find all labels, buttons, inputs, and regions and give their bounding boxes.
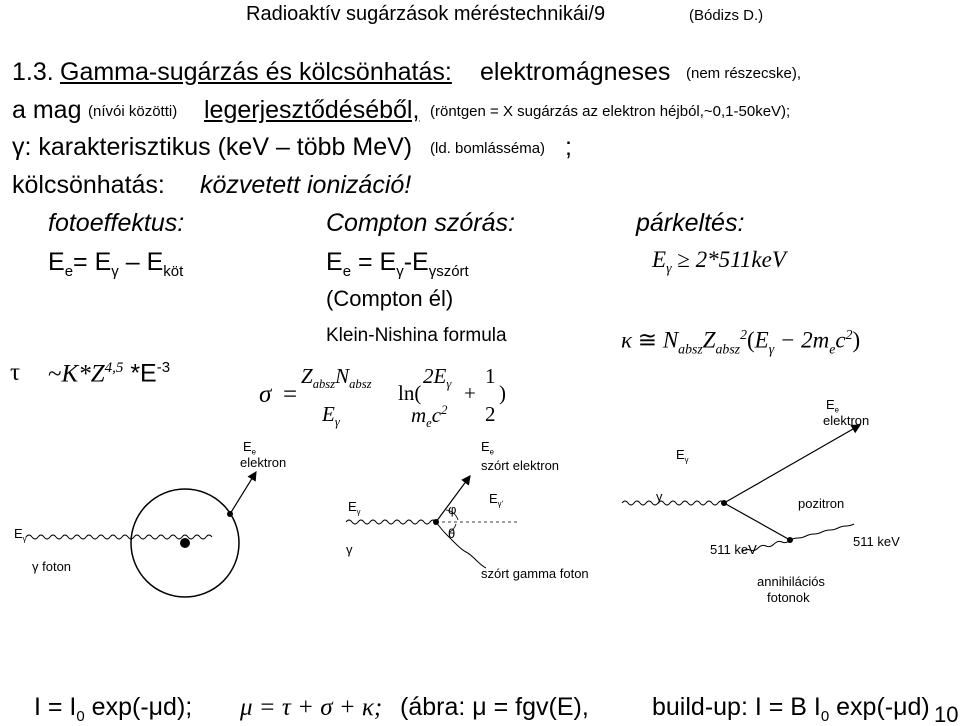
intro-text: γ: karakterisztikus (keV – több MeV): [12, 133, 413, 161]
incoming-photon-wave: [25, 534, 213, 540]
annihilation-label: annihilációs: [757, 574, 825, 589]
compton-eg2-label: Eγ': [489, 491, 504, 509]
intro-text: ;: [565, 133, 572, 161]
photo-title: fotoeffektus:: [48, 209, 185, 237]
theta-label: θ: [448, 526, 456, 541]
intro-text: közvetett ionizáció!: [200, 171, 412, 199]
pair-title: párkeltés:: [636, 209, 745, 237]
kn-denominator: Eγ: [322, 402, 340, 430]
compton-incoming-wave: [345, 519, 437, 525]
compton-title: Compton szórás:: [326, 209, 515, 237]
compton-gamma-label: γ: [346, 542, 353, 557]
compton-eg-label: Eγ: [348, 499, 361, 517]
kn-inner-den: mec2: [411, 403, 448, 431]
section-heading: Gamma-sugárzás és kölcsönhatás:: [60, 58, 452, 86]
annihilation-511-label: 511 keV: [853, 534, 900, 549]
photo-foton-label: γ foton: [32, 559, 72, 574]
intro-note: (nem részecske),: [686, 65, 802, 82]
pair-incoming-wave: [621, 500, 725, 506]
pair-gamma-label: γ: [656, 489, 663, 504]
kn-inner-num: 2Eγ: [423, 364, 452, 392]
annihilation-wave-right: [789, 523, 855, 541]
pozitron-label: pozitron: [798, 496, 845, 511]
annihilation-wave-left: [741, 539, 791, 553]
nucleus: [180, 538, 190, 548]
kn-close: ): [499, 381, 506, 405]
compton-ee-label: Ee: [481, 439, 495, 457]
phi-arc: [445, 509, 459, 521]
buildup-law: build-up: I = B I0 exp(-μd): [652, 693, 930, 725]
scattered-gamma-label: szórt gamma foton: [481, 566, 589, 581]
compton-electron-track: [435, 475, 471, 523]
pair-positron-track: [723, 502, 791, 541]
compton-szort-label: szórt elektron: [481, 458, 560, 473]
kn-numerator: ZabszNabsz: [301, 364, 372, 392]
eq-sign: =: [283, 381, 298, 408]
compton-equation: Ee = Eγ-Eγszórt: [326, 248, 469, 280]
theta-arc: [449, 523, 457, 533]
intro-text: kölcsönhatás:: [12, 171, 165, 199]
intro-text: a mag: [12, 96, 82, 124]
section-number: 1.3.: [12, 58, 54, 86]
compton-edge-note: (Compton él): [326, 286, 454, 311]
pair-condition: Eγ ≥ 2*511keV: [652, 247, 786, 276]
intro-note: (ld. bomlásséma): [430, 140, 546, 157]
intro-text: legerjesztődéséből,: [204, 96, 420, 124]
pair-ee-label: Ee: [826, 397, 840, 415]
page-title: Radioaktív sugárzások méréstechnikái/9: [246, 3, 606, 25]
tau-symbol: τ: [10, 359, 21, 386]
photo-ee-label: Ee: [243, 439, 257, 457]
atom-shell: [130, 488, 240, 598]
photo-electron-track: [229, 470, 257, 515]
attenuation-law: I = I0 exp(-μd);: [34, 693, 193, 725]
photo-elektron-label: elektron: [240, 455, 287, 470]
phi-label: φ: [448, 502, 457, 517]
tau-formula: ~K*Z4,5 *E-3: [48, 359, 171, 388]
pair-eg-label: Eγ: [676, 447, 689, 465]
photo-equation: Ee= Eγ – Eköt: [48, 248, 184, 280]
intro-note: (röntgen = X sugárzás az elektron héjból…: [430, 103, 791, 120]
author-label: (Bódizs D.): [689, 7, 764, 24]
annihilation-511-label: 511 keV: [710, 542, 757, 557]
kn-one: 1: [485, 364, 496, 388]
kn-two: 2: [485, 402, 496, 426]
intro-text: elektromágneses: [480, 58, 671, 86]
pair-elektron-label: elektron: [823, 413, 870, 428]
kn-plus: +: [464, 381, 476, 405]
mu-figure-note: (ábra: μ = fgv(E),: [400, 693, 589, 721]
kappa-formula: κ ≅ NabszZabsz2(Eγ − 2mec2): [621, 327, 861, 357]
mu-sum: μ = τ + σ + κ;: [240, 694, 383, 721]
klein-nishina-label: Klein-Nishina formula: [326, 325, 507, 346]
photo-eg-label: Eγ: [14, 526, 27, 544]
compton-scattered-wave: [435, 521, 487, 569]
kn-ln: ln(: [398, 381, 422, 405]
page-number: 10: [934, 702, 959, 726]
sigma-symbol: σ: [259, 381, 272, 408]
intro-note: (nívói közötti): [88, 103, 178, 120]
fotonok-label: fotonok: [767, 590, 810, 605]
pair-electron-track: [723, 424, 862, 504]
